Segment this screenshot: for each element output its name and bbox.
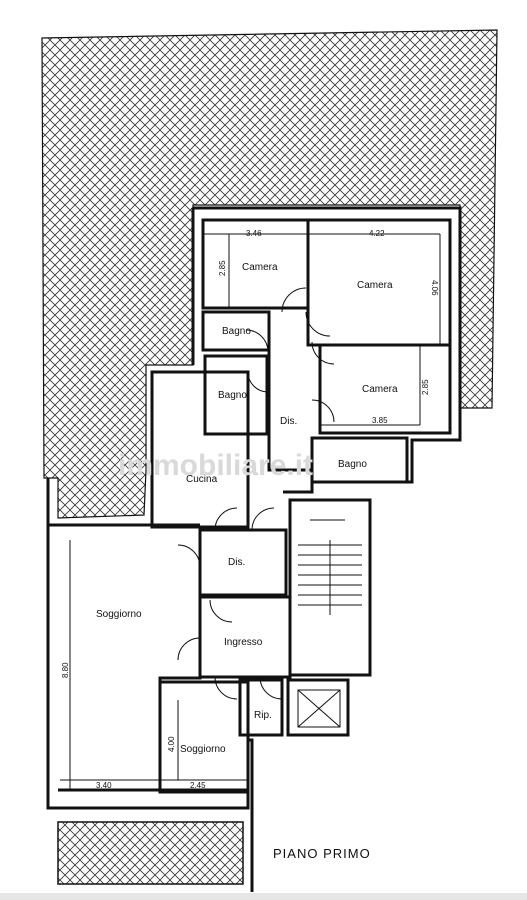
room-label-dis-2: Dis. bbox=[228, 557, 245, 568]
room-label-dis-1: Dis. bbox=[280, 416, 297, 427]
room-label-rip: Rip. bbox=[254, 710, 272, 721]
dim-camera2-width: 4.22 bbox=[369, 229, 385, 238]
room-label-cucina: Cucina bbox=[186, 474, 218, 485]
dim-camera1-height: 2.85 bbox=[218, 260, 227, 276]
details bbox=[60, 233, 441, 790]
room-label-ingresso: Ingresso bbox=[224, 637, 263, 648]
door-swings bbox=[177, 287, 335, 700]
dim-camera1-width: 3.46 bbox=[246, 229, 262, 238]
dim-camera3-height: 2.85 bbox=[421, 379, 430, 395]
room-label-camera-1: Camera bbox=[242, 262, 278, 273]
room-label-camera-3: Camera bbox=[362, 384, 398, 395]
floor-label: PIANO PRIMO bbox=[273, 846, 371, 861]
dim-bottom-right: 2.45 bbox=[190, 781, 206, 790]
room-label-bagno-3: Bagno bbox=[338, 459, 367, 470]
balcony-hatched-area bbox=[57, 821, 244, 885]
terrace-hatched-area bbox=[41, 29, 498, 519]
walls bbox=[46, 206, 462, 892]
room-label-camera-2: Camera bbox=[357, 280, 393, 291]
dim-bottom-left: 3.40 bbox=[96, 781, 112, 790]
dim-camera2-height: 4.06 bbox=[430, 280, 439, 296]
room-label-soggiorno-1: Soggiorno bbox=[96, 609, 142, 620]
room-label-bagno-1: Bagno bbox=[222, 326, 251, 337]
dim-soggiorno-height: 8.80 bbox=[61, 662, 70, 678]
watermark: immobiliare.it bbox=[118, 449, 313, 482]
dim-soggiorno2-height: 4.00 bbox=[167, 736, 176, 752]
dim-camera3-width: 3.85 bbox=[372, 416, 388, 425]
bottom-strip bbox=[0, 893, 527, 900]
room-label-soggiorno-2: Soggiorno bbox=[180, 744, 226, 755]
room-label-bagno-2: Bagno bbox=[218, 390, 247, 401]
